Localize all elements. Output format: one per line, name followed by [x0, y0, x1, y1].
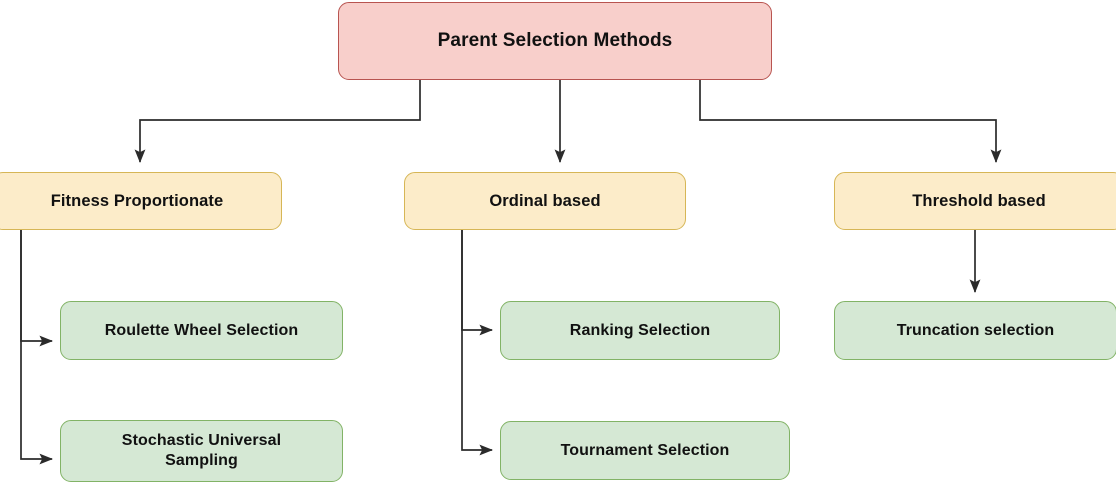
node-label: Ranking Selection [569, 321, 711, 339]
node-threshold-based[interactable]: Threshold based [834, 172, 1116, 230]
edge-root-to-fitness-proportionate [134, 80, 421, 164]
node-roulette-wheel-selection[interactable]: Roulette Wheel Selection [60, 301, 343, 360]
node-parent-selection-methods[interactable]: Parent Selection Methods [338, 2, 772, 80]
node-label: Tournament Selection [560, 441, 730, 459]
node-label: Truncation selection [896, 321, 1055, 339]
node-tournament-selection[interactable]: Tournament Selection [500, 421, 790, 480]
edge-ordinal-to-ranking [461, 230, 494, 336]
node-label: Ordinal based [489, 191, 601, 210]
node-label: Roulette Wheel Selection [104, 321, 299, 339]
node-ordinal-based[interactable]: Ordinal based [404, 172, 686, 230]
edge-fitness-to-roulette-wheel [20, 230, 54, 347]
node-ranking-selection[interactable]: Ranking Selection [500, 301, 780, 360]
node-label: Threshold based [912, 191, 1046, 210]
edge-ordinal-to-tournament [461, 230, 494, 456]
node-label: Stochastic Universal Sampling [121, 432, 282, 469]
edge-fitness-to-stochastic-universal [20, 230, 54, 465]
node-fitness-proportionate[interactable]: Fitness Proportionate [0, 172, 282, 230]
node-truncation-selection[interactable]: Truncation selection [834, 301, 1116, 360]
edge-root-to-threshold-based [699, 80, 1002, 164]
node-label: Parent Selection Methods [437, 30, 673, 52]
node-label: Fitness Proportionate [50, 191, 224, 210]
node-stochastic-universal-sampling[interactable]: Stochastic Universal Sampling [60, 420, 343, 482]
